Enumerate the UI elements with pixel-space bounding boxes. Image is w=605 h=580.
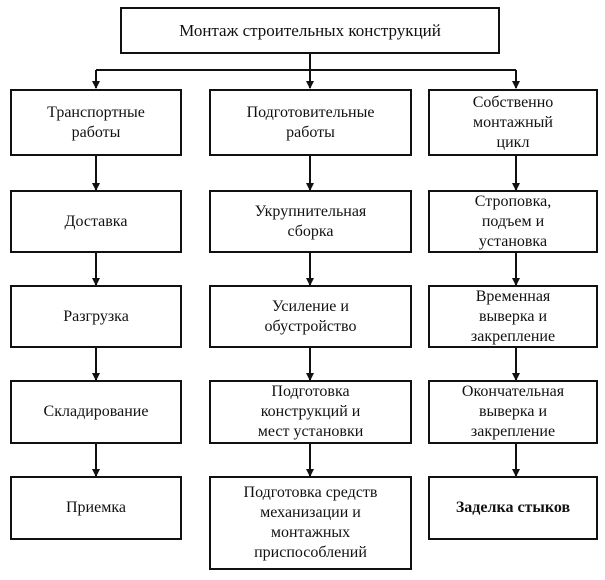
step-unloading: Разгрузка <box>10 285 182 348</box>
step-storage: Складирование <box>10 380 182 444</box>
diagram-title: Монтаж строительных конструкций <box>120 7 500 54</box>
step-structure-preparation: Подготовка конструкций и мест установки <box>209 380 412 444</box>
header-transport-works: Транспортные работы <box>10 89 182 156</box>
step-joint-sealing: Заделка стыков <box>428 476 598 540</box>
step-acceptance: Приемка <box>10 476 182 540</box>
step-mechanization-preparation: Подготовка средств механизации и монтажн… <box>209 476 412 570</box>
step-preassembly: Укрупнительная сборка <box>209 190 412 253</box>
step-reinforcement: Усиление и обустройство <box>209 285 412 348</box>
header-preparatory-works: Подготовительные работы <box>209 89 412 156</box>
step-temporary-alignment: Временная выверка и закрепление <box>428 285 598 348</box>
header-installation-cycle: Собственно монтажный цикл <box>428 89 598 156</box>
step-delivery: Доставка <box>10 190 182 253</box>
step-final-alignment: Окончательная выверка и закрепление <box>428 380 598 444</box>
step-slinging-lifting: Строповка, подъем и установка <box>428 190 598 253</box>
